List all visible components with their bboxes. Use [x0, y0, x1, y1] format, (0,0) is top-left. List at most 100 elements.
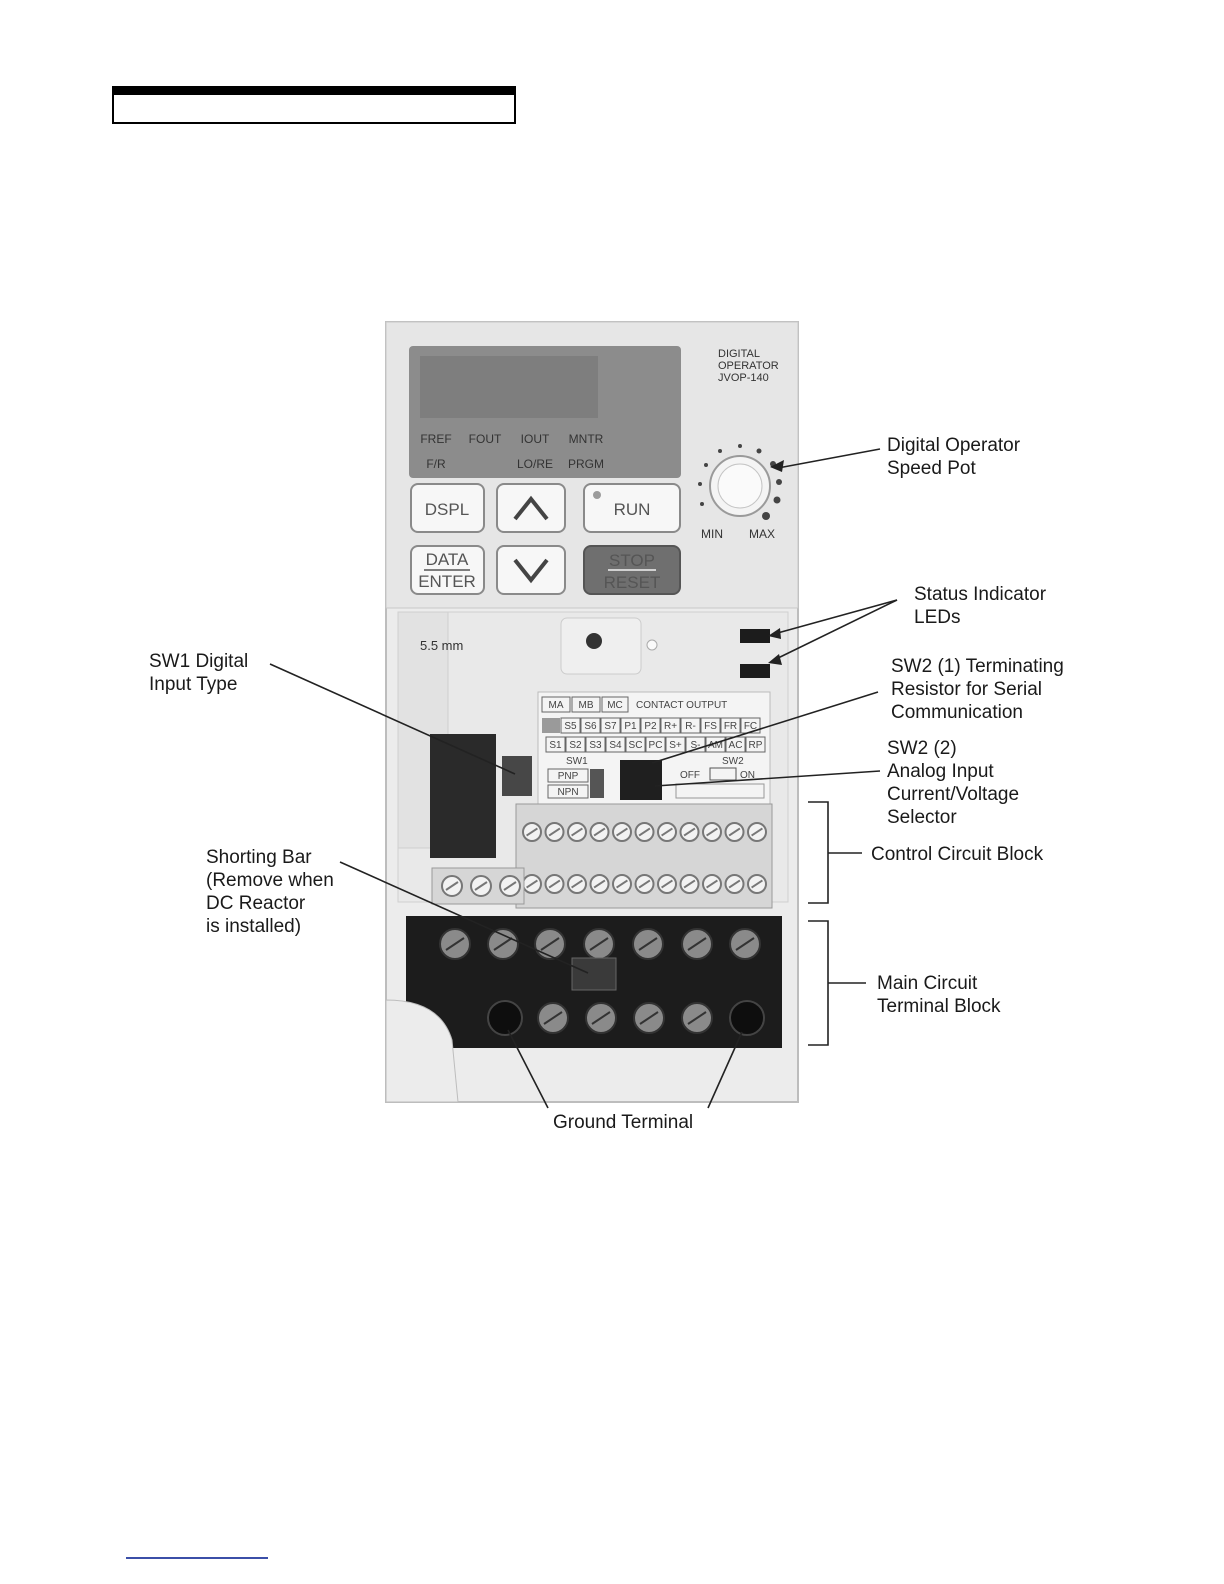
cover-hole-icon	[646, 639, 658, 651]
terminal-box-0	[560, 717, 581, 734]
pot-max-label: MAX	[749, 527, 775, 541]
main-bottom-screw-slot-0	[543, 1011, 563, 1025]
bracket-control	[808, 801, 829, 904]
sw2-label: SW2	[722, 756, 744, 767]
main-top-screw-slot-6	[735, 937, 755, 951]
run-led-icon	[593, 491, 601, 499]
control-top-screw-slot-9	[728, 827, 741, 837]
sw1-switch[interactable]	[590, 769, 604, 798]
main-top-screw-slot-3	[589, 937, 609, 951]
aux-screw-slot-1	[474, 881, 488, 891]
leader-led-1	[773, 599, 898, 635]
terminal-box-1	[580, 717, 601, 734]
up-key[interactable]	[496, 483, 566, 533]
main-top-screw-slot-1	[493, 937, 513, 951]
terminal-s5: S5	[564, 721, 577, 732]
cover-screw-icon	[586, 633, 602, 649]
callout-shorting-bar: Shorting Bar (Remove when DC Reactor is …	[206, 847, 334, 937]
terminal-mc: MC	[607, 700, 623, 711]
control-top-screw-slot-4	[616, 827, 628, 837]
status-led-1	[740, 629, 770, 643]
terminal-box-10	[745, 736, 766, 753]
indicator-iout: IOUT	[521, 432, 550, 446]
blank-terminal	[542, 718, 560, 733]
indicator-row-2: F/R LO/RE PRGM	[426, 457, 604, 471]
indicator-fr: F/R	[426, 457, 446, 471]
indicator-row-1: FREF FOUT IOUT MNTR	[420, 432, 603, 446]
terminal-box-8	[705, 736, 726, 753]
data-enter-key[interactable]: DATA ENTER	[410, 545, 485, 595]
leader-lines	[269, 448, 898, 1109]
callout-speed-pot: Digital Operator Speed Pot	[887, 435, 1021, 479]
terminal-mb: MB	[579, 700, 594, 711]
terminal-s3: S3	[589, 740, 602, 751]
control-top-screw-slot-6	[661, 827, 673, 837]
control-top-screw-slot-8	[706, 827, 718, 837]
main-bottom-screw-slot-2	[639, 1011, 659, 1025]
leader-sw2-2	[654, 770, 881, 787]
main-top-screw-slot-2	[540, 937, 560, 951]
control-screws-bottom	[522, 874, 767, 894]
terminal-am: AM	[708, 740, 723, 751]
callout-main-block: Main Circuit Terminal Block	[877, 973, 1001, 1017]
terminal-box-9	[740, 717, 761, 734]
terminal-box-7	[685, 736, 706, 753]
aux-screw-slot-0	[445, 881, 459, 891]
main-bottom-screw-slot-3	[687, 1011, 707, 1025]
aux-screw-slot-2	[503, 881, 517, 891]
control-top-screw-slot-5	[638, 827, 651, 837]
terminal-r: R+	[664, 721, 677, 732]
terminal-box-0	[545, 736, 566, 753]
control-top-screw-slot-2	[571, 827, 583, 837]
terminal-p1: P1	[624, 721, 637, 732]
terminal-box-4	[625, 736, 646, 753]
stop-reset-key[interactable]: STOP RESET	[583, 545, 681, 595]
terminal-box-3	[620, 717, 641, 734]
terminal-sc: SC	[629, 740, 643, 751]
main-bottom-screw-slot-1	[591, 1011, 611, 1025]
terminal-pc: PC	[649, 740, 663, 751]
control-bottom-screw-slot-6	[661, 879, 673, 889]
sw2-switch[interactable]	[620, 760, 662, 800]
dspl-key[interactable]: DSPL	[410, 483, 485, 533]
control-bottom-screw-slot-7	[683, 879, 696, 889]
leader-sw1	[269, 663, 516, 775]
callout-sw1: SW1 Digital Input Type	[149, 651, 249, 695]
terminal-box-2	[600, 717, 621, 734]
terminal-box-4	[640, 717, 661, 734]
contact-output-label: CONTACT OUTPUT	[636, 700, 727, 711]
stop-key-label: STOP	[609, 551, 655, 570]
terminal-s: S+	[669, 740, 682, 751]
model-line-2: OPERATOR	[718, 360, 779, 372]
control-bottom-screw-slot-3	[593, 879, 606, 889]
terminal-ac: AC	[729, 740, 743, 751]
leader-led-2	[773, 599, 898, 661]
indicator-fout: FOUT	[469, 432, 502, 446]
arrow-down-icon	[513, 558, 549, 584]
sw2-off-label: OFF	[680, 770, 700, 781]
leader-speed-pot	[777, 448, 881, 469]
terminal-box-7	[700, 717, 721, 734]
indicator-prgm: PRGM	[568, 457, 604, 471]
down-key[interactable]	[496, 545, 566, 595]
terminal-box-5	[660, 717, 681, 734]
control-top-screw-slot-0	[526, 827, 538, 837]
cover-tab	[560, 617, 642, 675]
terminal-fs: FS	[704, 721, 717, 732]
control-top-screw-slot-1	[548, 827, 561, 837]
control-top-screw-slot-10	[751, 827, 763, 837]
model-line-3: JVOP-140	[718, 372, 769, 384]
run-key[interactable]: RUN	[583, 483, 681, 533]
control-bottom-screw-slot-5	[638, 879, 651, 889]
sw1-label: SW1	[566, 756, 588, 767]
terminal-box-6	[665, 736, 686, 753]
ground-terminal-left-icon	[487, 1000, 523, 1036]
control-bottom-screw-slot-10	[751, 879, 763, 889]
section-title-box	[112, 86, 516, 124]
leader-sw2-1	[651, 691, 879, 764]
control-bottom-screw-slot-2	[571, 879, 583, 889]
speed-pot: MIN MAX	[698, 444, 782, 541]
footer-rule	[126, 1557, 268, 1559]
